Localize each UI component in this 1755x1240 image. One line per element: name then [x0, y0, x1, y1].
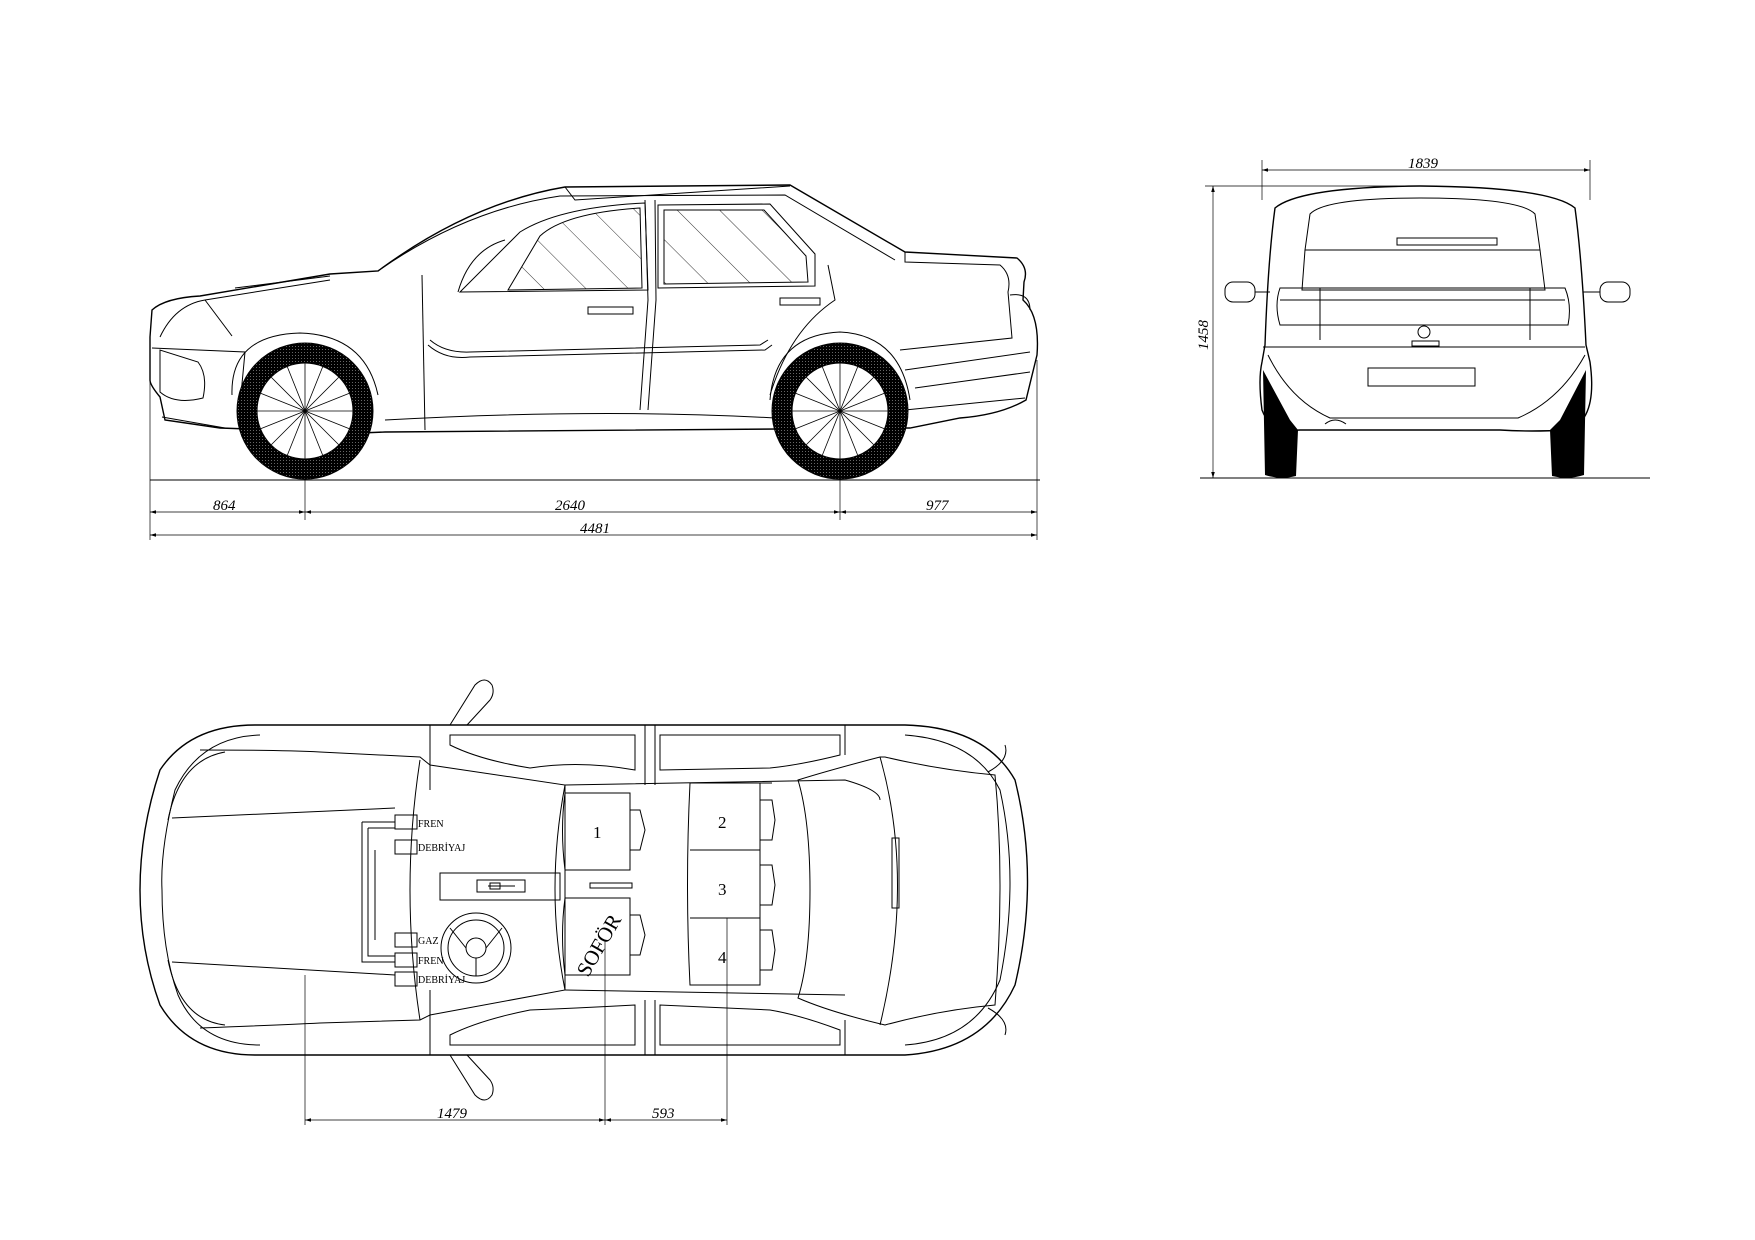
- rear-wheel-icon: [771, 342, 909, 480]
- seat-3-label: 3: [718, 880, 727, 899]
- dim-rear-overhang: 977: [926, 498, 950, 514]
- dim-overall-length: 4481: [580, 521, 610, 537]
- dim-height: 1458: [1196, 320, 1212, 351]
- control-label-fren-upper: FREN: [418, 819, 444, 830]
- driver-label: SOFÖR: [572, 910, 627, 981]
- top-view: FREN DEBRİYAJ GAZ FREN DEBRİYAJ 1 2 3: [139, 679, 1029, 1125]
- control-label-debriyaj-lower: DEBRİYAJ: [418, 974, 465, 986]
- control-label-fren-lower: FREN: [418, 956, 444, 967]
- side-view: 864 2640 977 4481: [149, 184, 1040, 540]
- dim-width: 1839: [1408, 156, 1439, 172]
- rear-view: 1839 1458: [1196, 156, 1650, 479]
- control-label-debriyaj-upper: DEBRİYAJ: [418, 842, 465, 854]
- control-label-gaz: GAZ: [418, 936, 439, 947]
- seat-2-label: 2: [718, 813, 727, 832]
- seat-1-label: 1: [593, 823, 602, 842]
- dim-pedal-to-driver: 1479: [437, 1106, 468, 1122]
- dim-driver-to-rear: 593: [652, 1106, 675, 1122]
- dim-wheelbase: 2640: [555, 498, 586, 514]
- dim-front-overhang: 864: [213, 498, 236, 514]
- steering-wheel-icon: [440, 912, 512, 984]
- front-wheel-icon: [236, 342, 374, 480]
- seat-4-label: 4: [718, 948, 727, 967]
